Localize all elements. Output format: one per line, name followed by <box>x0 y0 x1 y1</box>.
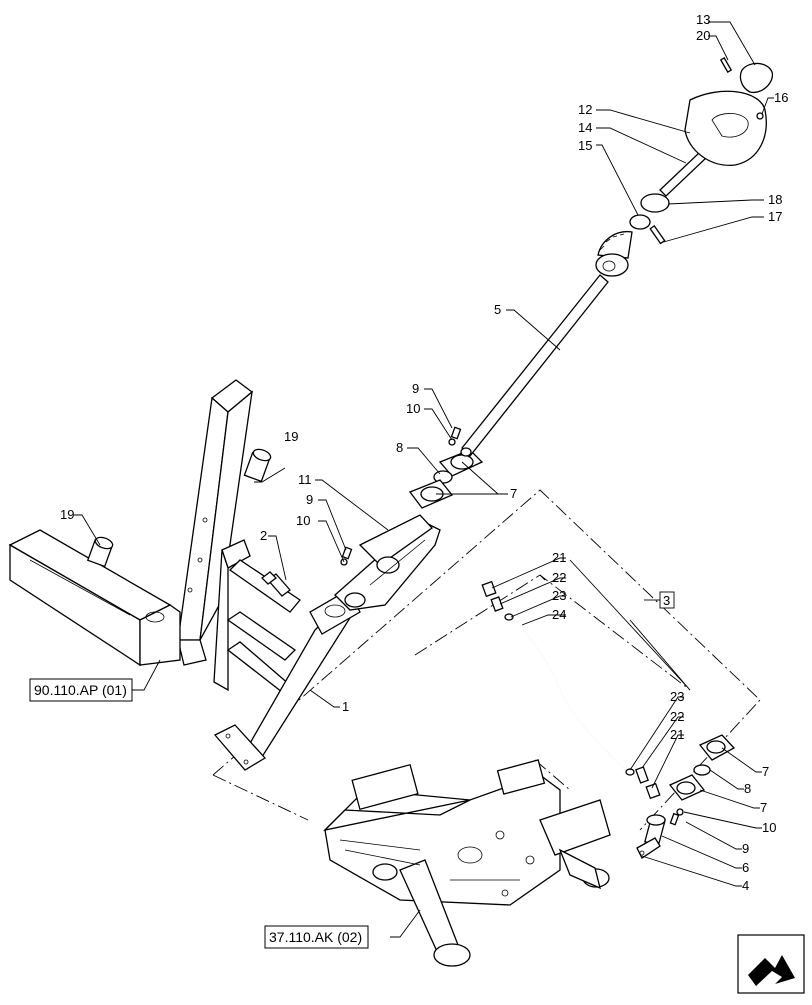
fitting-21-bottom <box>645 782 661 800</box>
callout-19-left: 19 <box>60 507 74 522</box>
callout-16: 16 <box>774 90 788 105</box>
reference-link-lift[interactable]: 37.110.AK (02) <box>264 925 369 949</box>
bolt-9-10-lower-right <box>669 808 684 826</box>
bearing-8-lower <box>693 764 711 776</box>
hydraulic-lift-housing <box>323 759 611 967</box>
callout-18: 18 <box>768 192 782 207</box>
segment-gear <box>595 230 633 277</box>
cab-frame-post <box>8 379 254 667</box>
callout-17: 17 <box>768 209 782 224</box>
reference-label-lift[interactable]: 37.110.AK (02) <box>269 929 362 945</box>
ring-23-bottom <box>625 768 635 776</box>
callout-9-middle: 9 <box>306 492 313 507</box>
support-bracket <box>213 539 361 771</box>
screw-16 <box>756 112 764 120</box>
bolt-9-10-upper <box>448 426 462 446</box>
assembly-boundary-left <box>212 489 761 831</box>
callout-labels: 13 20 16 12 14 15 18 17 5 9 10 8 7 11 9 … <box>60 12 788 893</box>
bolt-9-10-lower <box>340 546 353 566</box>
callout-13: 13 <box>696 12 710 27</box>
linkage-rod-24 <box>517 621 626 771</box>
callout-5: 5 <box>494 302 501 317</box>
callout-20: 20 <box>696 28 710 43</box>
bolt-2 <box>261 571 291 597</box>
callout-2: 2 <box>260 528 267 543</box>
ring-23-top <box>504 613 514 621</box>
callout-24: 24 <box>552 607 566 622</box>
callout-7-lower-top: 7 <box>762 764 769 779</box>
bushing-19-top <box>243 448 272 483</box>
callout-10-lower: 10 <box>762 820 776 835</box>
callout-11: 11 <box>298 472 312 487</box>
callout-1: 1 <box>342 699 349 714</box>
callout-10-middle: 10 <box>296 513 310 528</box>
callout-12: 12 <box>578 102 592 117</box>
fitting-22-bottom <box>635 766 649 784</box>
flange-7-lower-top <box>698 734 736 761</box>
spindle-14 <box>659 151 707 197</box>
callout-22-bottom: 22 <box>670 709 684 724</box>
roll-pin-17 <box>649 225 666 245</box>
callout-19-top: 19 <box>284 429 298 444</box>
fitting-21-top <box>481 580 497 598</box>
fitting-22-top <box>490 596 504 612</box>
next-page-arrow-icon[interactable] <box>737 934 805 994</box>
shaft-6 <box>644 814 666 847</box>
callout-8-upper: 8 <box>396 440 403 455</box>
bushing-19-left <box>86 536 114 568</box>
callout-21-top: 21 <box>552 550 566 565</box>
callout-3: 3 <box>663 593 670 608</box>
callout-7-lower: 7 <box>760 800 767 815</box>
knob-13 <box>739 62 774 94</box>
callout-23-bottom: 23 <box>670 689 684 704</box>
lever-arm-4 <box>636 837 661 859</box>
callout-15: 15 <box>578 138 592 153</box>
flange-7-lower <box>668 774 706 801</box>
callout-23-top: 23 <box>552 588 566 603</box>
ring-18 <box>640 193 670 213</box>
callout-14: 14 <box>578 120 592 135</box>
callout-4: 4 <box>742 878 749 893</box>
callout-9-upper: 9 <box>412 381 419 396</box>
callout-7-upper: 7 <box>510 486 517 501</box>
callout-9-lower: 9 <box>742 841 749 856</box>
steering-shaft-5 <box>460 274 609 457</box>
callout-3-box <box>659 591 675 609</box>
reference-label-frame[interactable]: 90.110.AP (01) <box>34 682 127 698</box>
leader-lines <box>74 21 774 938</box>
callout-10-upper: 10 <box>406 401 420 416</box>
ring-15 <box>629 214 651 230</box>
reference-link-frame[interactable]: 90.110.AP (01) <box>29 678 133 702</box>
callout-8-lower: 8 <box>744 781 751 796</box>
callout-6: 6 <box>742 860 749 875</box>
pin-20 <box>719 57 733 73</box>
column-housing-11 <box>334 514 441 611</box>
cover-12 <box>684 90 767 166</box>
callout-22-top: 22 <box>552 570 566 585</box>
callout-21-bottom: 21 <box>670 727 684 742</box>
assembly-boundary-inner <box>414 574 691 791</box>
